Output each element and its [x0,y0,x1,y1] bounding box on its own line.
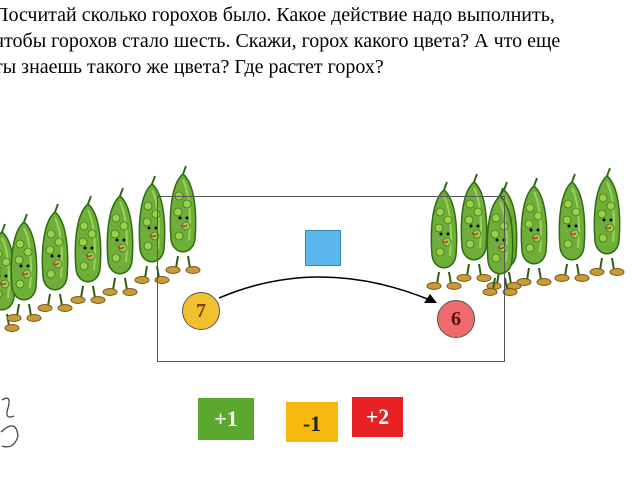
option-minus-one-button[interactable]: -1 [286,402,338,442]
pea-pod-character-icon [102,187,138,297]
pea-pod-character-icon [589,167,625,277]
end-number: 6 [437,300,475,338]
unknown-operation-box[interactable] [305,230,341,266]
task-line-2: чтобы горохов стало шесть. Скажи, горох … [0,30,561,52]
task-line-3: ты знаешь такого же цвета? Где растет го… [0,56,384,78]
start-number: 7 [182,292,220,330]
pea-pod-character-icon [37,203,73,313]
pea-pod-character-icon [554,173,590,283]
pea-pod-character-icon [70,195,106,305]
option-plus-one-button[interactable]: +1 [198,398,254,440]
option-plus-two-button[interactable]: +2 [352,397,403,437]
pea-pod-character-icon [6,213,42,323]
scene-frame [157,196,505,362]
pea-pod-character-icon [516,177,552,287]
task-text: Посчитай сколько горохов было. Какое дей… [0,2,640,80]
corner-decoration-icon [0,397,19,448]
task-line-1: Посчитай сколько горохов было. Какое дей… [0,4,555,26]
curved-arrow-icon [218,276,437,303]
